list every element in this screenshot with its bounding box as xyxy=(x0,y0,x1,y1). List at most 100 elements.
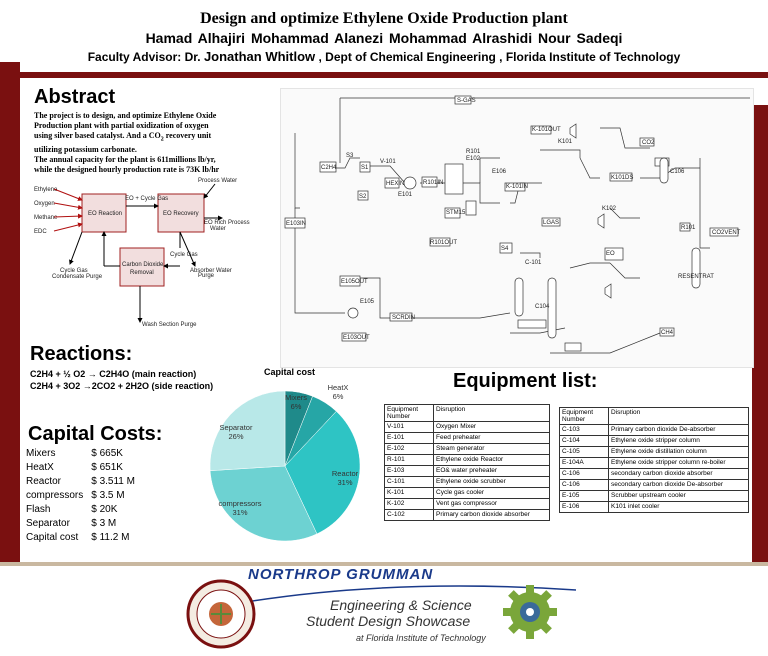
cost-row: HeatX$ 651K xyxy=(22,460,139,474)
pie-slice-reactor xyxy=(284,410,361,535)
equipment-c106: C106 xyxy=(670,169,685,175)
stream-s1: S1 xyxy=(361,165,369,171)
main-reaction: C2H4 + ½ O2 → C2H4O (main reaction) xyxy=(30,369,197,379)
eo-reaction-label: EO Reaction xyxy=(88,211,122,217)
cycle-gas-purge-label-1: Cycle Gas xyxy=(60,268,88,274)
stream-scrdin: SCRDIN xyxy=(392,315,415,321)
reactions-list: C2H4 + ½ O2 → C2H4O (main reaction) C2H4… xyxy=(30,368,213,392)
cost-value: $ 3.5 M xyxy=(91,489,125,501)
stream-r101out: R101OUT xyxy=(430,240,457,246)
stream-r101in: R101IN xyxy=(423,180,443,186)
reactions-heading: Reactions: xyxy=(30,343,133,365)
equipment-description: Ethylene oxide distillation column xyxy=(608,446,749,458)
equipment-list-heading: Equipment list: xyxy=(453,370,598,392)
abstract-line: The project is to design, and optimize E… xyxy=(34,111,217,120)
equipment-k102: K102 xyxy=(602,206,617,212)
process-flowsheet: S-GAS C2H4 S1 S3 S2 V-101 HEXIN E101 R10… xyxy=(284,95,750,354)
showcase-title-line-2: Student Design Showcase xyxy=(306,613,471,629)
equipment-number: E-104A xyxy=(559,457,609,469)
eo-rich-water-label-1: EO Rich Process xyxy=(204,220,250,226)
equipment-number: C-106 xyxy=(559,468,609,480)
equipment-header-cell: Disruption xyxy=(608,407,749,425)
cost-row: compressors $ 3.5 M xyxy=(22,488,139,502)
equipment-description: secondary carbon dioxide De-absorber xyxy=(608,479,749,491)
pie-label: Separator xyxy=(220,423,253,432)
eo-rich-water-label-2: Water xyxy=(210,226,226,232)
equipment-number: V-101 xyxy=(384,421,434,433)
pie-slice-separator xyxy=(209,390,286,471)
process-water-label: Process Water xyxy=(198,178,237,184)
stream-k101in: K-101IN xyxy=(506,184,528,190)
input-ethylene: Ethylene xyxy=(34,187,58,193)
pie-pct-label: 6% xyxy=(291,402,302,411)
top-divider-bar xyxy=(0,72,768,78)
abstract-line: Production plant with partial oxidizatio… xyxy=(34,121,209,130)
cost-value: $ 665K xyxy=(91,447,123,459)
equipment-e102: E102 xyxy=(466,156,481,162)
equipment-number: R-101 xyxy=(384,454,434,466)
equipment-r101: R101 xyxy=(466,149,481,155)
cost-row: Reactor$ 3.511 M xyxy=(22,474,139,488)
cost-item: compressors xyxy=(26,489,84,501)
equipment-number: C-101 xyxy=(384,476,434,488)
cost-row: Flash $ 20K xyxy=(22,502,139,516)
process-flowsheet-panel xyxy=(280,88,754,368)
equipment-number: K-102 xyxy=(384,498,434,510)
pie-label: Reactor xyxy=(332,469,359,478)
process-block-diagram: EO Reaction EO Recovery Carbon Dioxide R… xyxy=(34,178,250,328)
wash-section-purge-label: Wash Section Purge xyxy=(142,322,197,328)
stream-lgas: LGAS xyxy=(543,220,559,226)
stream-s2: S2 xyxy=(359,194,367,200)
equipment-number: E-106 xyxy=(559,501,609,513)
eo-recovery-label: EO Recovery xyxy=(163,211,199,217)
pie-label: compressors xyxy=(219,499,262,508)
pie-label: Mixers xyxy=(285,393,307,402)
cost-value: $ 3 M xyxy=(91,517,117,529)
cost-value: $ 651K xyxy=(91,461,123,473)
cost-value: $ 3.511 M xyxy=(91,475,135,487)
stream-c2h4: C2H4 xyxy=(321,165,337,171)
stream-hexin: HEXIN xyxy=(386,181,404,187)
equipment-v101: V-101 xyxy=(380,159,396,165)
abstract-text: The project is to design, and optimize E… xyxy=(34,111,274,175)
cost-item: Separator xyxy=(26,517,70,529)
side-reaction: C2H4 + 3O2 →2CO2 + 2H2O (side reaction) xyxy=(30,381,214,391)
equipment-number: C-104 xyxy=(559,435,609,447)
equipment-description: Primary carbon dioxide absorber xyxy=(433,509,550,521)
faculty-advisor: Faculty Advisor: Dr. Jonathan Whitlow , … xyxy=(0,49,768,64)
equipment-header-cell: Disruption xyxy=(433,404,550,422)
equipment-c101: C-101 xyxy=(525,260,542,266)
stream-co2: CO2 xyxy=(642,140,655,146)
equipment-description: Primary carbon dioxide De-absorber xyxy=(608,424,749,436)
cost-item: Flash xyxy=(26,503,51,515)
equipment-header-cell: Equipment Number xyxy=(559,407,609,425)
cost-value: $ 20K xyxy=(91,503,118,515)
pie-label: HeatX xyxy=(328,383,349,392)
equipment-description: Cycle gas cooler xyxy=(433,487,550,499)
equipment-description: Ethylene oxide stripper column re-boiler xyxy=(608,457,749,469)
stream-s4-left: S4 xyxy=(501,246,509,252)
advisor-name: Jonathan Whitlow xyxy=(203,49,316,64)
co2-removal-label-1: Carbon Dioxide xyxy=(122,262,164,268)
showcase-title-line-1: Engineering & Science xyxy=(330,597,472,613)
stream-k101ds: K101DS xyxy=(611,175,633,181)
equipment-c104: C104 xyxy=(535,304,550,310)
cost-value: $ 11.2 M xyxy=(91,531,130,543)
equipment-number: E-101 xyxy=(384,432,434,444)
cost-row: Mixers$ 665K xyxy=(22,446,139,460)
equipment-number: E-105 xyxy=(559,490,609,502)
pie-pct-label: 26% xyxy=(228,432,243,441)
pie-slice-compressors xyxy=(209,465,318,542)
